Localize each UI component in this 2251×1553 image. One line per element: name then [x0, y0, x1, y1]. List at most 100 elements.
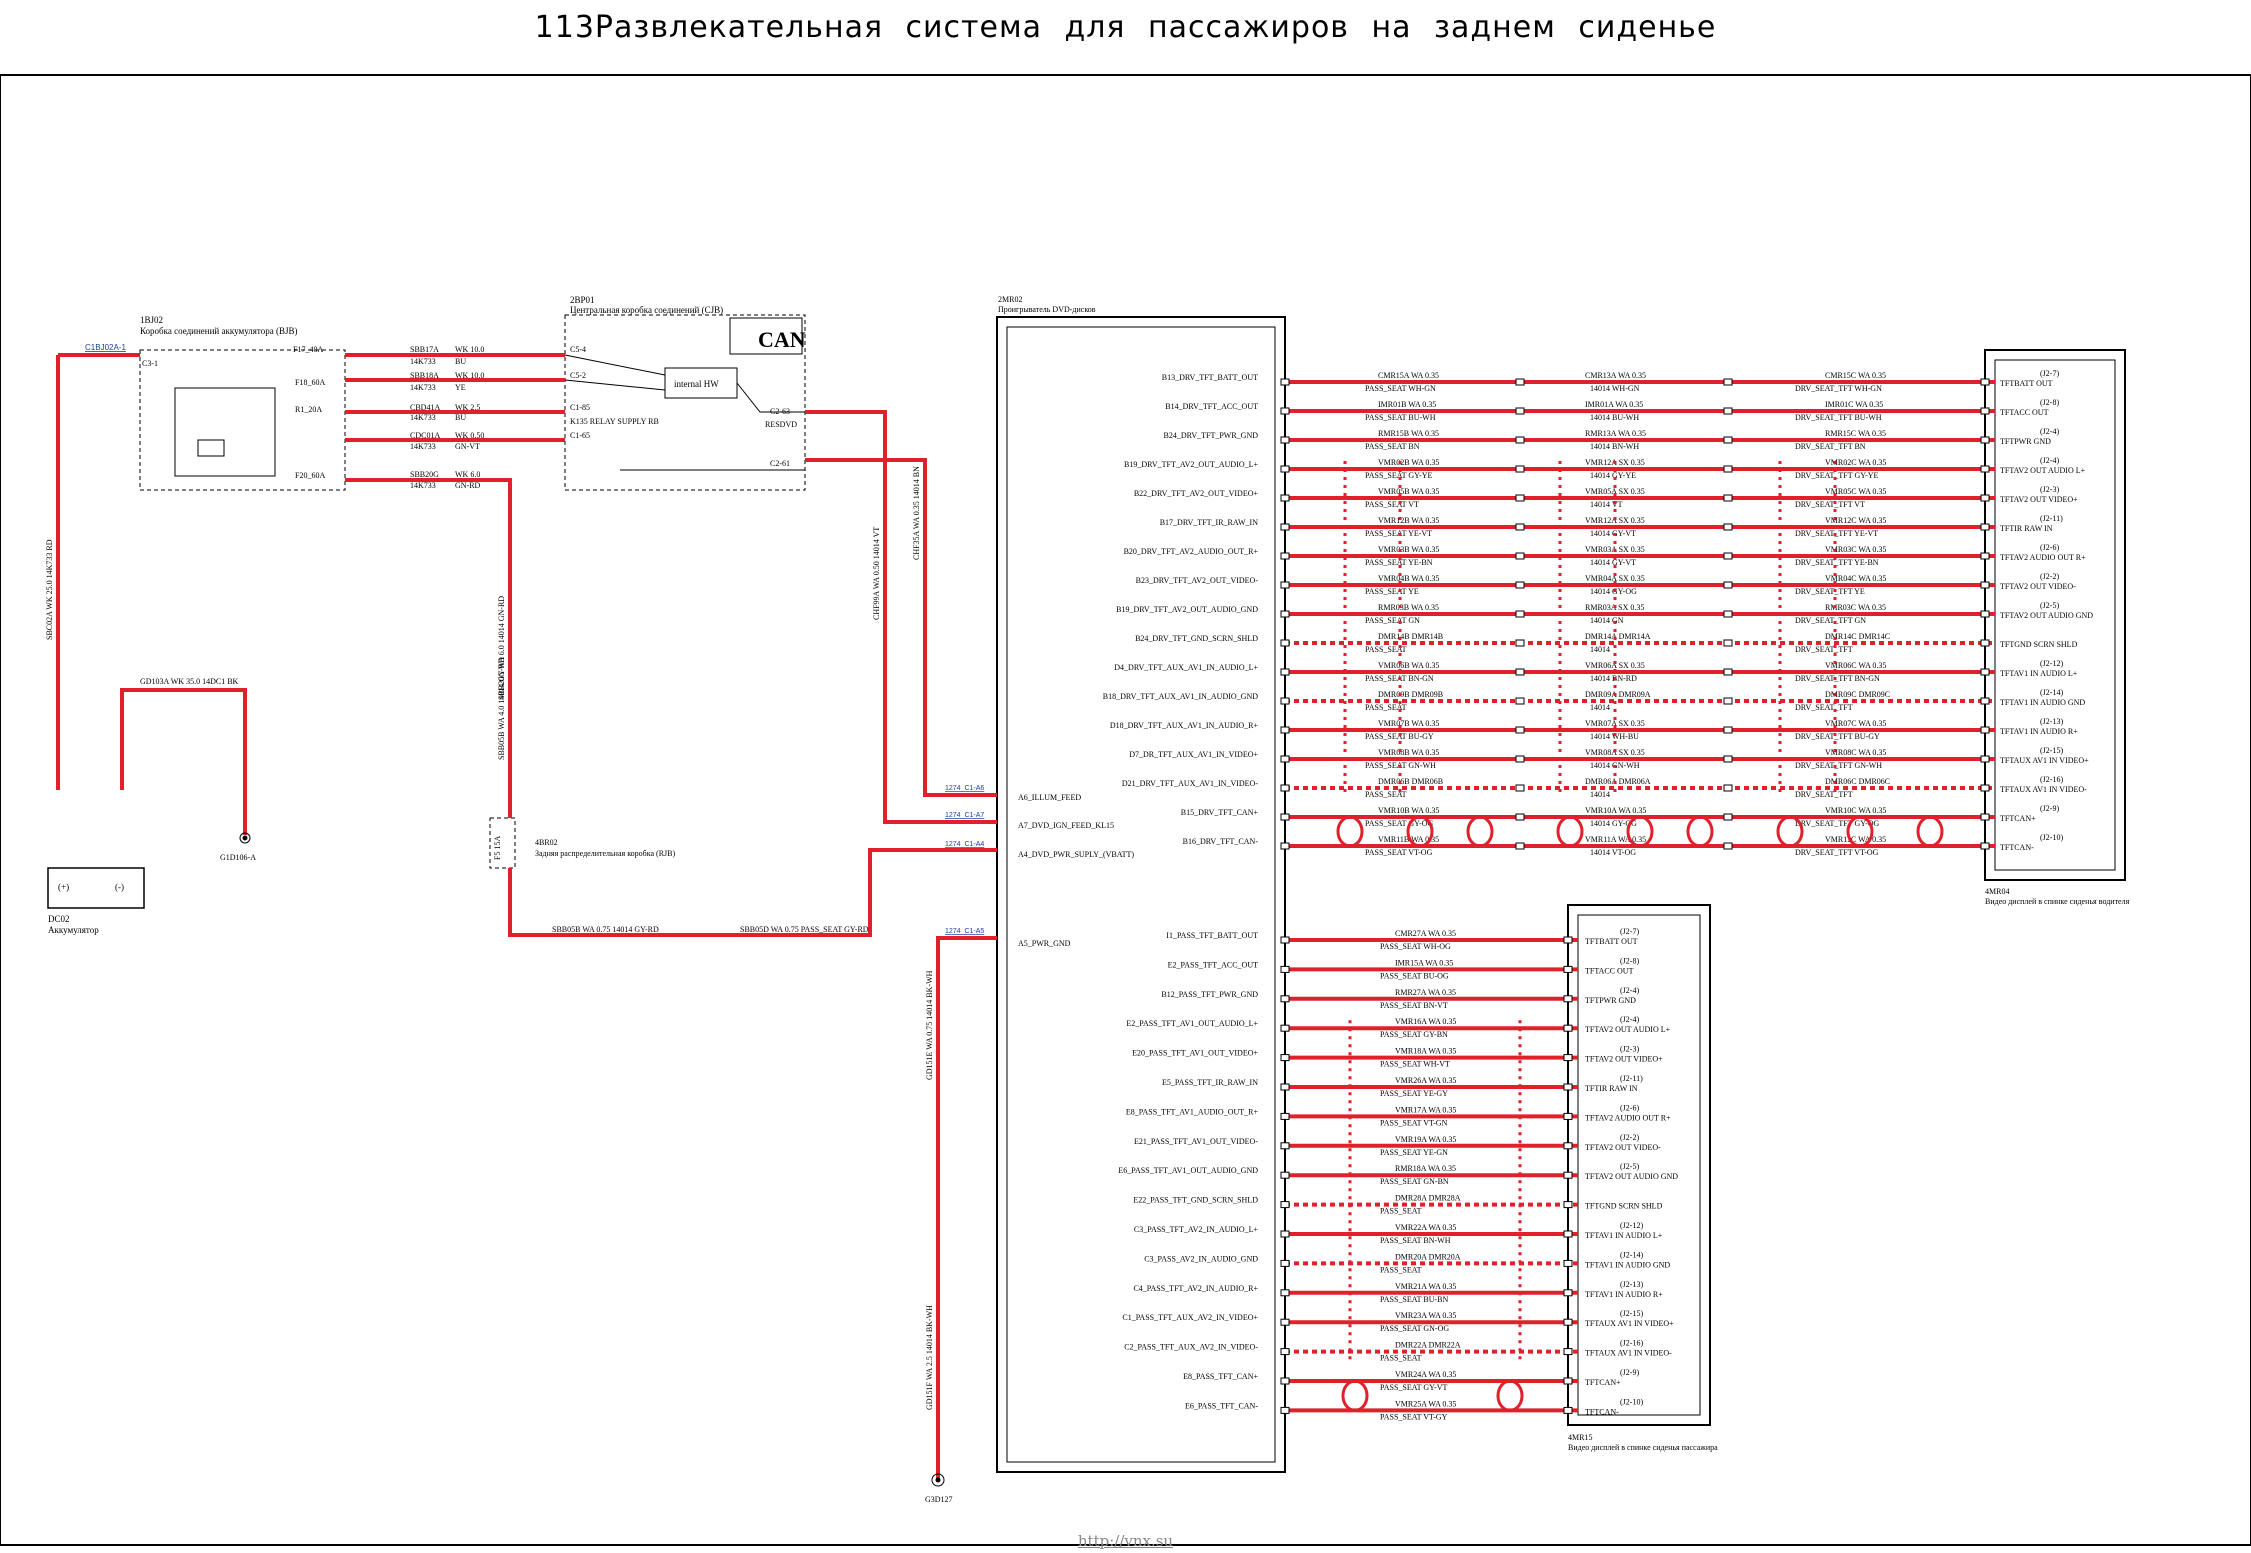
driver-wire-seg3: VMR03C WA 0.35 [1825, 545, 1886, 554]
rjb-fuse-box [489, 817, 516, 869]
driver-wire-seg2-sub: 14014 VT-OG [1590, 848, 1636, 857]
pass-display-jpin: (J2-11) [1620, 1074, 1643, 1083]
connector-pin [1280, 784, 1290, 792]
connector-pin [1563, 1083, 1573, 1091]
rjb-feed-label: SBB20G WA 6.0 14014 GN-RD [497, 596, 506, 700]
connector-pin [1280, 995, 1290, 1003]
pass-wire-seg-sub: PASS_SEAT BU-OG [1380, 971, 1449, 980]
driver-wire-seg1: DMR06B DMR06B [1378, 777, 1443, 786]
connector-pin [1723, 784, 1733, 792]
driver-display-jpin: (J2-8) [2040, 398, 2059, 407]
connector-pin [1980, 552, 1990, 560]
dvd-outer-box [996, 316, 1286, 1473]
pass-wire-seg: DMR28A DMR28A [1395, 1194, 1461, 1203]
bjb-ref: C1BJ02A-1 [85, 343, 126, 352]
connector-pin [1980, 755, 1990, 763]
bjb-wire-2-spec: WK 10.0 [455, 371, 484, 380]
driver-dvd-pin: B16_DRV_TFT_CAN- [1183, 837, 1259, 846]
driver-wire-seg3: VMR07C WA 0.35 [1825, 719, 1886, 728]
driver-dvd-pin: D18_DRV_TFT_AUX_AV1_IN_AUDIO_R+ [1110, 721, 1259, 730]
connector-pin [1723, 494, 1733, 502]
cjb-out-1-label: CHF35A WA 0.35 14014 BN [912, 466, 921, 560]
connector-pin [1280, 1171, 1290, 1179]
pass-wire-seg-sub: PASS_SEAT VT-GN [1380, 1118, 1448, 1127]
driver-wire-seg2-sub: 14014 GY-YE [1590, 471, 1636, 480]
pass-wire-seg: IMR15A WA 0.35 [1395, 958, 1453, 967]
connector-pin [1563, 1112, 1573, 1120]
pass-display-code: 4MR15 [1568, 1433, 1592, 1442]
cjb-code: 2BP01 [570, 295, 595, 305]
driver-wire-seg1: VMR07B WA 0.35 [1378, 719, 1439, 728]
pass-display-pin-label: TFTAUX AV1 IN VIDEO- [1585, 1349, 1672, 1358]
driver-wire-seg1-sub: PASS_SEAT YE [1365, 587, 1419, 596]
dvd-code: 2MR02 [998, 295, 1022, 304]
connector-pin [1280, 465, 1290, 473]
pass-display-pin-label: TFTAV1 IN AUDIO R+ [1585, 1290, 1663, 1299]
pass-wire-seg-sub: PASS_SEAT YE-GN [1380, 1148, 1448, 1157]
dvd-side-pin-4: A5_PWR_GND [1018, 939, 1071, 948]
pass-wire-seg: VMR25A WA 0.35 [1395, 1399, 1456, 1408]
driver-wire-seg3-sub: DRV_SEAT_TFT GN [1795, 616, 1866, 625]
driver-wire-seg2: VMR05A SX 0.35 [1585, 487, 1645, 496]
pass-dvd-pin: E21_PASS_TFT_AV1_OUT_VIDEO- [1134, 1137, 1258, 1146]
connector-pin [1980, 494, 1990, 502]
driver-wire-seg1: VMR06B WA 0.35 [1378, 661, 1439, 670]
pass-display-jpin: (J2-14) [1620, 1250, 1643, 1259]
driver-wire-seg3: VMR08C WA 0.35 [1825, 748, 1886, 757]
driver-wire-seg3: RMR15C WA 0.35 [1825, 429, 1886, 438]
driver-wire-seg3: CMR15C WA 0.35 [1825, 371, 1886, 380]
footer-link[interactable]: http://vnx.su [1077, 1532, 1174, 1550]
driver-wire-seg2-sub: 14014 BN-WH [1590, 442, 1639, 451]
twisted-pair-symbol [1846, 815, 1874, 848]
cjb-resdvd: RESDVD [765, 420, 797, 429]
driver-wire-seg2: VMR08A SX 0.35 [1585, 748, 1645, 757]
connector-pin [1980, 465, 1990, 473]
connector-pin [1723, 581, 1733, 589]
pass-display-jpin: (J2-16) [1620, 1339, 1643, 1348]
pass-wire-seg-sub: PASS_SEAT [1380, 1354, 1422, 1363]
driver-display-jpin: (J2-13) [2040, 717, 2063, 726]
pass-display-jpin: (J2-9) [1620, 1368, 1639, 1377]
pass-wire-seg: VMR24A WA 0.35 [1395, 1370, 1456, 1379]
driver-display-jpin: (J2-15) [2040, 746, 2063, 755]
pass-wire-seg-sub: PASS_SEAT GN-BN [1380, 1177, 1449, 1186]
connector-pin [1563, 1171, 1573, 1179]
driver-wire-seg3-sub: DRV_SEAT_TFT BN [1795, 442, 1866, 451]
driver-wire-seg2: DMR09A DMR09A [1585, 690, 1651, 699]
driver-wire-seg3: DMR09C DMR09C [1825, 690, 1890, 699]
dvd-side-conn-1: 1274_C1-A6 [945, 785, 984, 792]
connector-pin [1563, 1259, 1573, 1267]
pass-wire-seg: VMR17A WA 0.35 [1395, 1105, 1456, 1114]
pass-display-jpin: (J2-10) [1620, 1397, 1643, 1406]
twisted-pair-symbol [1556, 815, 1584, 848]
pass-dvd-pin: E6_PASS_TFT_AV1_OUT_AUDIO_GND [1118, 1166, 1258, 1175]
connector-pin [1515, 668, 1525, 676]
connector-pin [1280, 813, 1290, 821]
connector-pin [1280, 1142, 1290, 1150]
driver-dvd-pin: B19_DRV_TFT_AV2_OUT_AUDIO_L+ [1124, 460, 1258, 469]
pass-wire-seg-sub: PASS_SEAT GN-OG [1380, 1324, 1449, 1333]
driver-display-jpin: (J2-6) [2040, 543, 2059, 552]
driver-wire-seg2-sub: 14014 [1590, 645, 1610, 654]
pass-display-jpin: (J2-4) [1620, 1015, 1639, 1024]
bjb-fuse-4: F20_60A [295, 471, 325, 480]
driver-wire-seg1: DMR14B DMR14B [1378, 632, 1443, 641]
ground-1-code: G1D106-A [220, 853, 256, 862]
rjb-bottom-right: SBB05D WA 0.75 PASS_SEAT GY-RD [740, 925, 869, 934]
connector-pin [1280, 1054, 1290, 1062]
bjb-wire-5-mid: 14K733 [410, 481, 436, 490]
cjb-internal-hw: internal HW [674, 379, 719, 389]
bjb-wire-1-color: BU [455, 357, 466, 366]
driver-dvd-pin: B22_DRV_TFT_AV2_OUT_VIDEO+ [1134, 489, 1259, 498]
driver-wire-seg1-sub: PASS_SEAT YE-BN [1365, 558, 1433, 567]
bjb-relay-box [174, 387, 276, 477]
bjb-wire-1-mid: 14K733 [410, 357, 436, 366]
pass-display-name: Видео дисплей в спинке сиденья пассажира [1568, 1443, 1718, 1452]
driver-wire-seg3: VMR10C WA 0.35 [1825, 806, 1886, 815]
driver-wire-seg3-sub: DRV_SEAT_TFT VT-OG [1795, 848, 1879, 857]
bjb-wire-4-spec: WK 0.50 [455, 431, 484, 440]
cjb-box [564, 314, 806, 491]
driver-wire-seg1-sub: PASS_SEAT BU-WH [1365, 413, 1436, 422]
